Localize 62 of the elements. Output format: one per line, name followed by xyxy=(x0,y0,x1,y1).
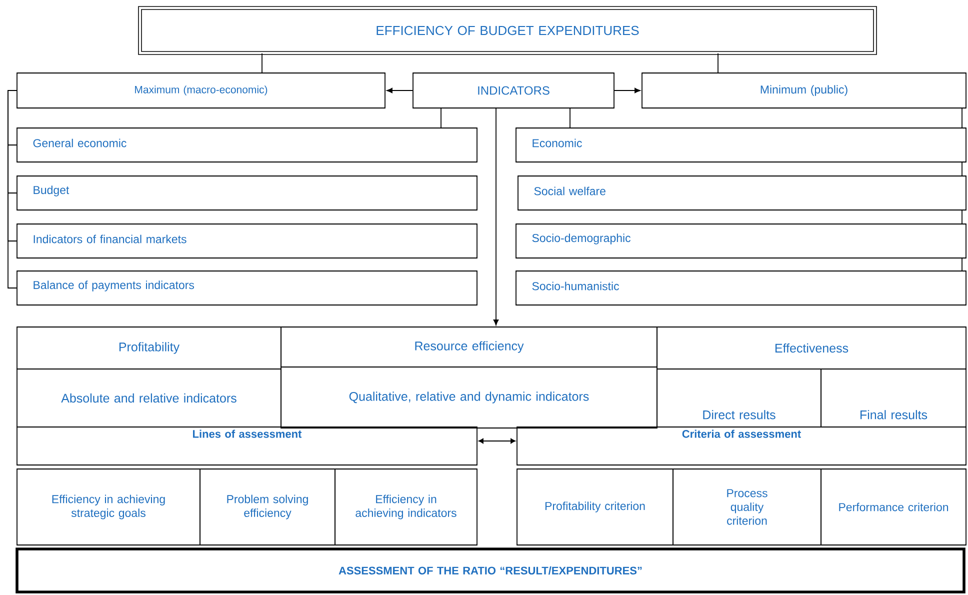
node-label: Process quality criterion xyxy=(727,489,768,525)
text-box xyxy=(518,176,966,210)
node-label: EFFICIENCY OF BUDGET EXPENDITURES xyxy=(376,26,639,36)
node-label: Minimum (public) xyxy=(760,85,848,96)
node-label: Efficiency in achieving strategic goals xyxy=(52,494,165,520)
node-label: Problem solving efficiency xyxy=(227,494,308,520)
text-box xyxy=(16,176,478,210)
text-box xyxy=(16,224,478,258)
text-box xyxy=(642,72,966,108)
text-box xyxy=(16,72,386,108)
result-box xyxy=(16,548,966,594)
text-box xyxy=(820,468,966,546)
connector xyxy=(386,88,413,94)
node-label: General economic xyxy=(33,138,126,148)
connector xyxy=(493,108,499,326)
text-box xyxy=(656,326,966,370)
text-box xyxy=(280,366,658,428)
node-label: Final results xyxy=(860,410,928,420)
text-box xyxy=(16,368,282,428)
connector xyxy=(440,108,442,128)
text-box xyxy=(16,468,200,546)
title-box xyxy=(138,6,877,55)
connector xyxy=(8,90,17,288)
text-box xyxy=(516,270,966,306)
text-box xyxy=(412,72,614,108)
text-box xyxy=(516,128,966,162)
node-label: Qualitative, relative and dynamic indicators xyxy=(349,392,589,404)
text-box xyxy=(16,326,282,370)
node-label: Performance criterion xyxy=(839,502,948,512)
text-box xyxy=(656,368,822,428)
node-label: Social welfare xyxy=(534,186,606,196)
node-label: Profitability xyxy=(119,342,180,354)
node-label: Budget xyxy=(34,186,70,196)
text-box xyxy=(280,326,658,368)
node-label: ASSESSMENT OF THE RATIO “RESULT/EXPENDITURES” xyxy=(338,566,642,575)
connector xyxy=(478,438,516,444)
text-box xyxy=(16,128,478,162)
node-label: INDICATORS xyxy=(478,86,550,95)
heading-box xyxy=(516,426,966,466)
text-box xyxy=(820,368,966,428)
node-label: Criteria of assessment xyxy=(682,430,801,438)
node-label: Absolute and relative indicators xyxy=(61,393,236,403)
node-label: Resource efficiency xyxy=(415,341,524,353)
node-label: Effectiveness xyxy=(775,343,848,353)
node-label: Socio-demographic xyxy=(532,234,631,244)
text-box xyxy=(334,468,478,546)
text-box xyxy=(16,270,478,306)
heading-box xyxy=(16,426,478,466)
node-label: Direct results xyxy=(703,410,776,420)
text-box xyxy=(516,224,966,258)
text-box xyxy=(200,468,336,546)
node-label: Balance of payments indicators xyxy=(34,280,194,292)
node-label: Socio-humanistic xyxy=(532,282,619,290)
node-label: Maximum (macro-economic) xyxy=(135,86,268,96)
node-label: Indicators of financial markets xyxy=(34,234,186,244)
node-label: Efficiency in achieving indicators xyxy=(356,494,456,520)
node-label: Profitability criterion xyxy=(545,502,645,512)
text-box xyxy=(672,468,822,546)
node-label: Lines of assessment xyxy=(193,430,302,438)
node-label: Economic xyxy=(532,138,582,148)
connector xyxy=(614,88,640,94)
text-box xyxy=(516,468,674,546)
